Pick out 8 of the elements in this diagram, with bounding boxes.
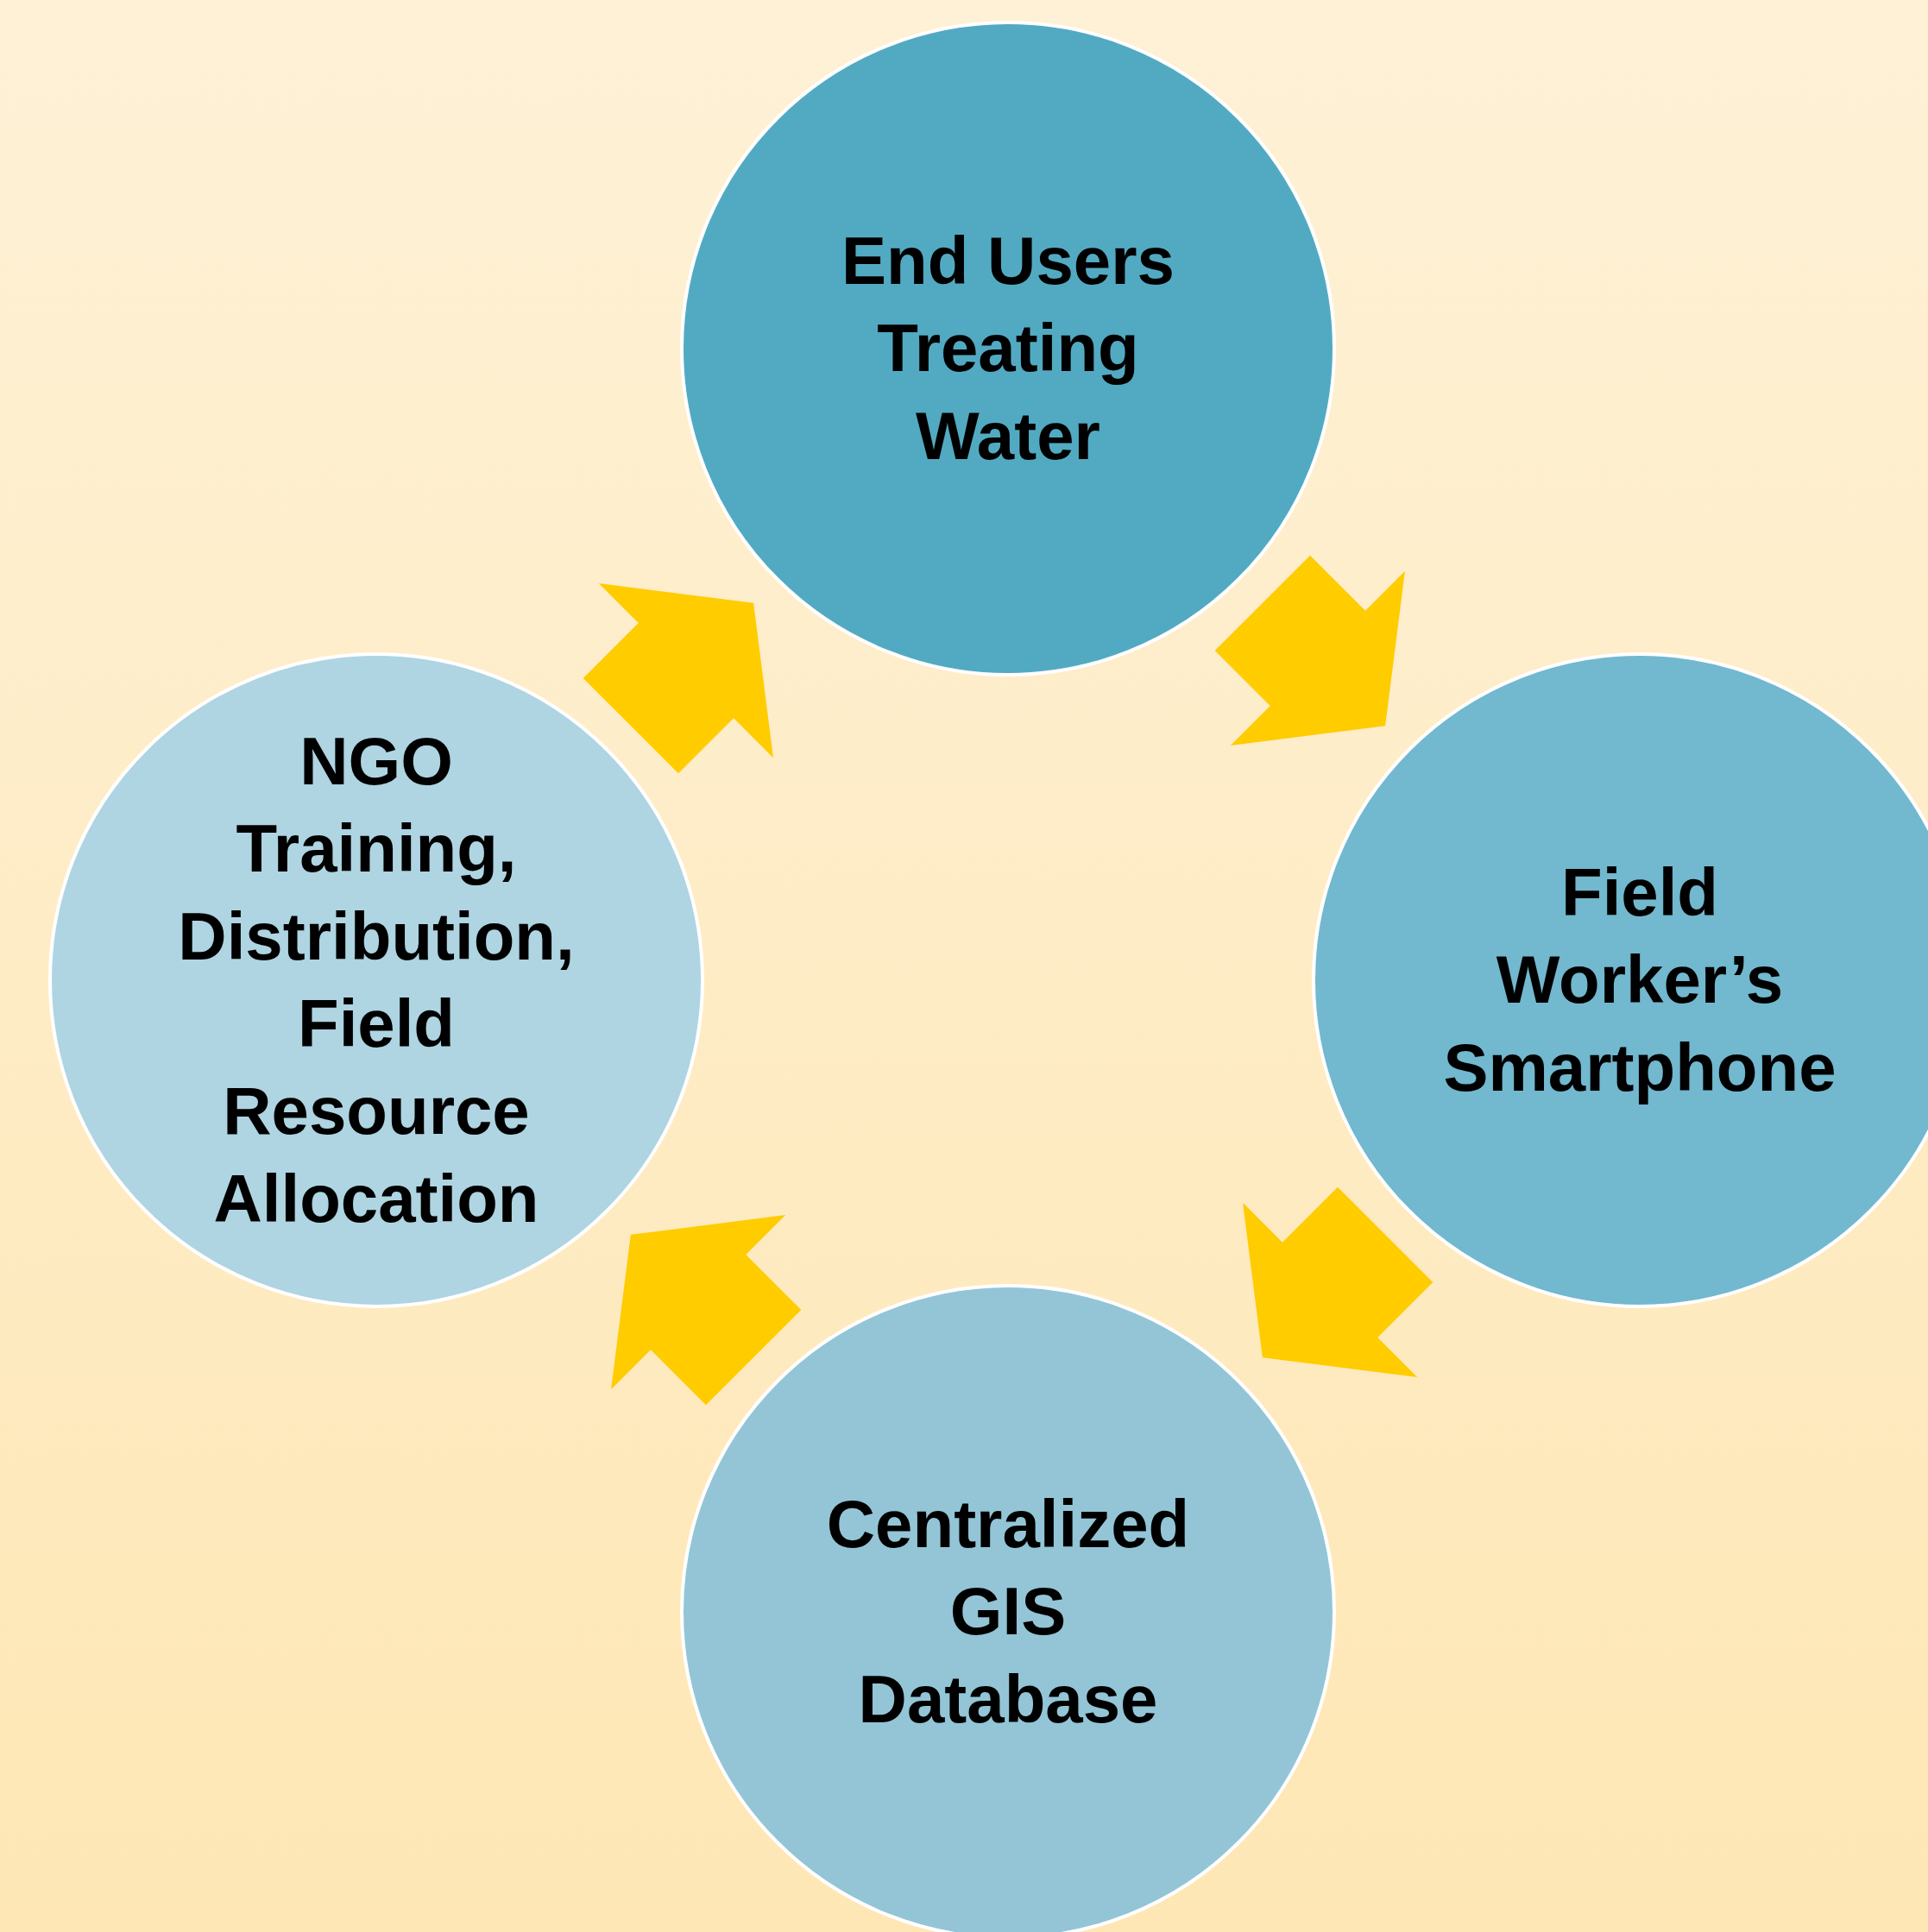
node-label: End Users Treating Water [841, 221, 1175, 475]
block-arrow [1243, 1186, 1433, 1377]
block-arrow [611, 1215, 802, 1406]
node-label: Centralized GIS Database [825, 1484, 1191, 1739]
node-label: Field Worker’s Smartphone [1442, 853, 1837, 1107]
block-arrow [1214, 555, 1405, 746]
node-label: NGO Training, Distribution, Field Resource Allocation [177, 721, 576, 1238]
block-arrow [583, 583, 773, 774]
